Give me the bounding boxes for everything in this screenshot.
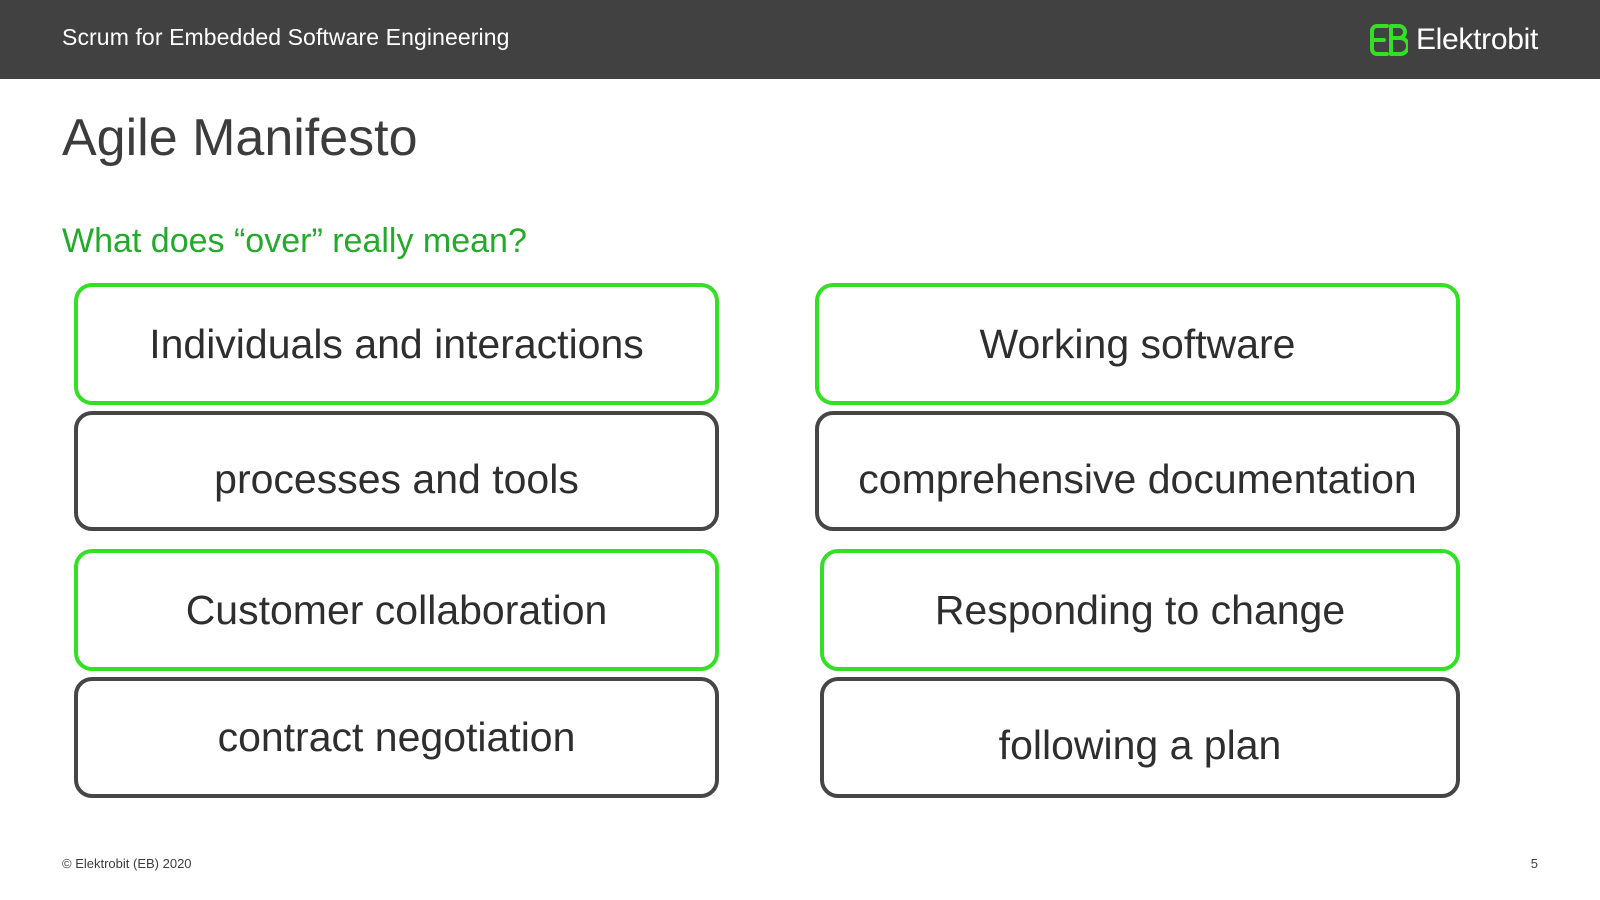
- card-responding-to-change: Responding to change: [820, 549, 1460, 671]
- header-bar: Scrum for Embedded Software Engineering …: [0, 0, 1600, 79]
- card-label: comprehensive documentation: [858, 455, 1417, 502]
- elektrobit-logo: Elektrobit: [1369, 20, 1538, 60]
- page-title: Agile Manifesto: [62, 109, 418, 167]
- card-label: Responding to change: [934, 586, 1346, 633]
- page-number: 5: [1530, 856, 1538, 871]
- card-working-software: Working software: [815, 283, 1460, 405]
- card-label: contract negotiation: [217, 714, 576, 760]
- card-label: processes and tools: [214, 455, 579, 502]
- card-processes-and-tools: processes and tools: [74, 411, 719, 531]
- eb-logo-icon: [1369, 24, 1408, 56]
- logo-text: Elektrobit: [1415, 23, 1538, 56]
- copyright-text: © Elektrobit (EB) 2020: [62, 856, 192, 871]
- card-label: Customer collaboration: [185, 586, 608, 633]
- card-following-a-plan: following a plan: [820, 677, 1460, 798]
- card-individuals-and-interactions: Individuals and interactions: [74, 283, 719, 405]
- card-contract-negotiation: contract negotiation: [74, 677, 719, 798]
- card-label: Working software: [979, 320, 1296, 367]
- card-label: Individuals and interactions: [149, 320, 644, 367]
- card-label: following a plan: [998, 722, 1282, 768]
- card-customer-collaboration: Customer collaboration: [74, 549, 719, 671]
- deck-title: Scrum for Embedded Software Engineering: [62, 24, 510, 50]
- slide-subtitle: What does “over” really mean?: [62, 222, 527, 260]
- card-comprehensive-documentation: comprehensive documentation: [815, 411, 1460, 531]
